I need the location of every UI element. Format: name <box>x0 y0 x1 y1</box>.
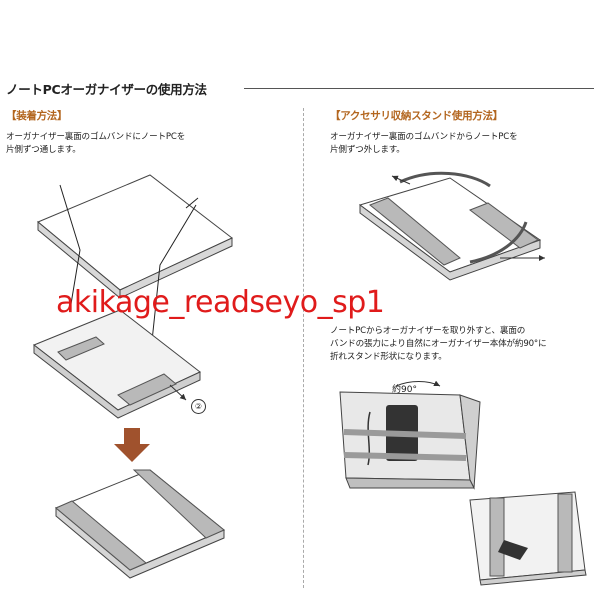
stand-illustration <box>339 380 481 490</box>
section-divider <box>303 108 304 588</box>
page-title: ノートPCオーガナイザーの使用方法 <box>6 82 207 97</box>
down-arrow-icon <box>114 428 150 462</box>
stand-instructions-1: オーガナイザー裏面のゴムバンドからノートPCを 片側ずつ外します。 <box>330 132 518 155</box>
mounted-laptop-illustration <box>55 469 225 579</box>
stand-heading: 【アクセサリ収納スタンド使用方法】 <box>330 110 503 122</box>
angle-label: 約90° <box>392 385 417 395</box>
organizer-back-illustration <box>33 309 201 419</box>
guide-lines <box>59 184 199 361</box>
step-number-icon: ② <box>191 399 206 414</box>
mounting-heading: 【装着方法】 <box>6 110 68 122</box>
stand-back-illustration <box>469 491 587 586</box>
mounting-instructions: オーガナイザー裏面のゴムバンドにノートPCを 片側ずつ通します。 <box>6 132 186 155</box>
title-rule <box>244 88 594 89</box>
removal-illustration <box>358 171 545 281</box>
stand-instructions-2: ノートPCからオーガナイザーを取り外すと、裏面の バンドの張力により自然にオーガ… <box>330 326 547 362</box>
laptop-illustration-top <box>37 174 233 299</box>
watermark-text: akikage_readseyo_sp1 <box>56 285 385 320</box>
